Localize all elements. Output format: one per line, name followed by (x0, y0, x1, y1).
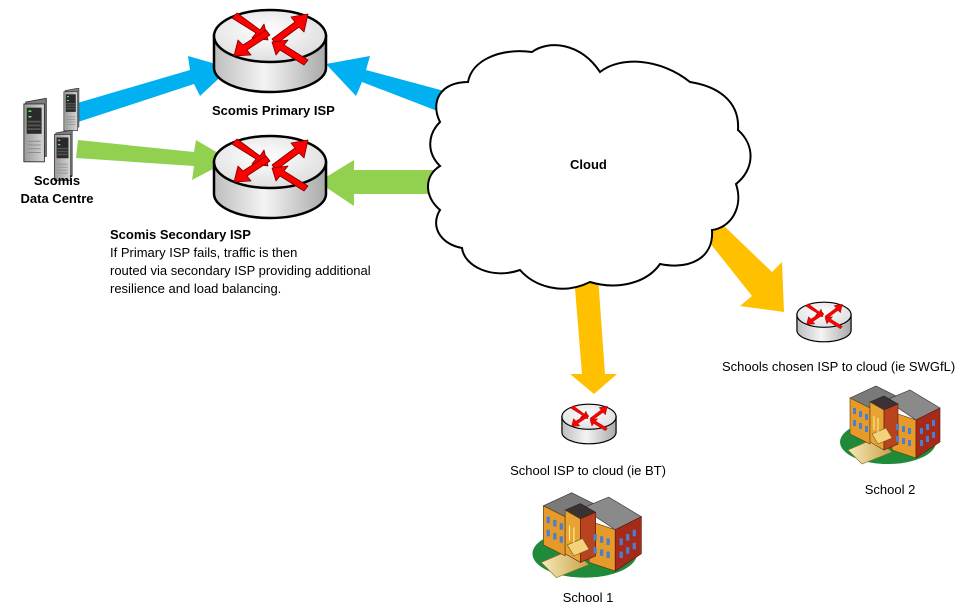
secondary-isp-description-line3: resilience and load balancing. (110, 281, 282, 296)
data-centre-label-line1: Scomis (33, 173, 81, 188)
router-icon-primary-isp (212, 8, 328, 94)
link-cloud-to-school-isp-1 (570, 276, 617, 394)
link-cloud-to-school-isp-2 (706, 224, 784, 312)
server-icon-1 (23, 98, 47, 163)
router-icon-school-isp-2 (796, 301, 852, 343)
school-isp-2-label: Schools chosen ISP to cloud (ie SWGfL) (722, 359, 956, 374)
link-cloud-to-primary-isp (326, 56, 448, 112)
cloud-label: Cloud (570, 157, 607, 172)
secondary-isp-label: Scomis Secondary ISP (110, 227, 251, 242)
data-centre-label-line2: Data Centre (20, 191, 94, 206)
router-icon-secondary-isp (212, 134, 328, 220)
school-1-label: School 1 (562, 590, 614, 605)
school-2-label: School 2 (864, 482, 916, 497)
secondary-isp-description-line1: If Primary ISP fails, traffic is then (110, 245, 298, 260)
secondary-isp-block: Scomis Secondary ISP If Primary ISP fail… (110, 226, 371, 298)
school-isp-1-label: School ISP to cloud (ie BT) (510, 463, 666, 478)
primary-isp-label: Scomis Primary ISP (212, 103, 335, 118)
server-icon-2 (63, 88, 80, 132)
data-centre-label: Scomis Data Centre (12, 172, 102, 208)
school-building-icon-1 (531, 492, 642, 579)
link-cloud-to-secondary-isp (318, 160, 436, 206)
link-datacentre-to-primary-isp (74, 56, 230, 122)
router-icon-school-isp-1 (561, 403, 617, 445)
cloud-icon (427, 44, 752, 290)
secondary-isp-description-line2: routed via secondary ISP providing addit… (110, 263, 371, 278)
school-building-icon-2 (839, 385, 941, 465)
link-datacentre-to-secondary-isp (76, 140, 230, 180)
